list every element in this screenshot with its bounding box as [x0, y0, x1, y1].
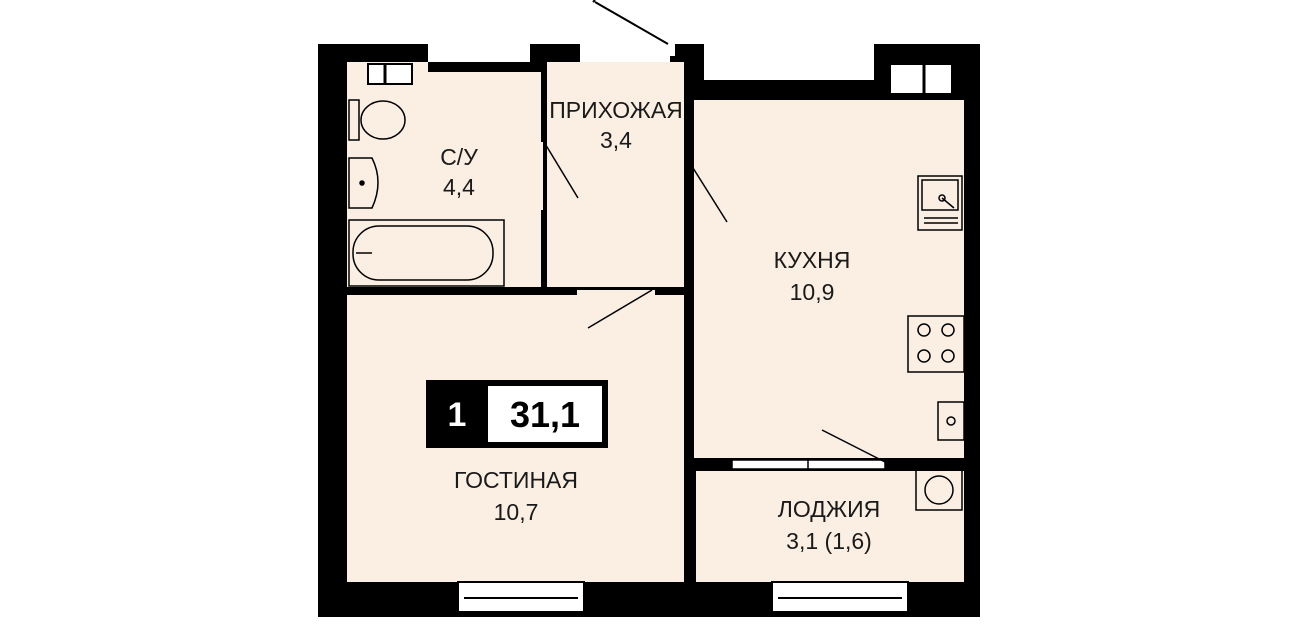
- bathroom-floor: [347, 62, 543, 287]
- sink-icon: [348, 157, 379, 209]
- loggia-name: ЛОДЖИЯ: [778, 496, 880, 522]
- bathtub-icon: [348, 219, 505, 287]
- kitchen-name: КУХНЯ: [774, 247, 851, 273]
- kitchen-area: 10,9: [790, 279, 835, 305]
- hallway-name: ПРИХОЖАЯ: [549, 97, 683, 123]
- bathroom-name: С/У: [440, 144, 478, 170]
- bottom-windows: [457, 581, 909, 613]
- boiler-icon: [937, 401, 965, 441]
- rooms-count: 1: [448, 396, 467, 434]
- stove-icon: [907, 315, 965, 373]
- toilet-icon: [348, 99, 406, 141]
- bathroom-area: 4,4: [443, 174, 475, 200]
- loggia-area: 3,1 (1,6): [786, 528, 872, 554]
- room-floors: [347, 62, 964, 582]
- living-room-area: 10,7: [494, 499, 539, 525]
- kitchen-sink-icon: [917, 175, 963, 231]
- hallway-area: 3,4: [600, 127, 632, 153]
- interior-doors: [543, 141, 728, 329]
- kitchen-floor: [694, 100, 964, 458]
- loggia-floor: [696, 471, 964, 582]
- washing-machine-icon: [915, 469, 963, 511]
- apartment-badge: 1 31,1: [426, 380, 608, 448]
- living-room-name: ГОСТИНАЯ: [454, 467, 578, 493]
- top-windows: [367, 63, 953, 95]
- total-area: 31,1: [510, 394, 580, 435]
- outer-notches: [428, 30, 874, 80]
- hallway-floor: [547, 62, 684, 287]
- loggia-door: [731, 429, 886, 470]
- entrance-door: [580, 0, 670, 62]
